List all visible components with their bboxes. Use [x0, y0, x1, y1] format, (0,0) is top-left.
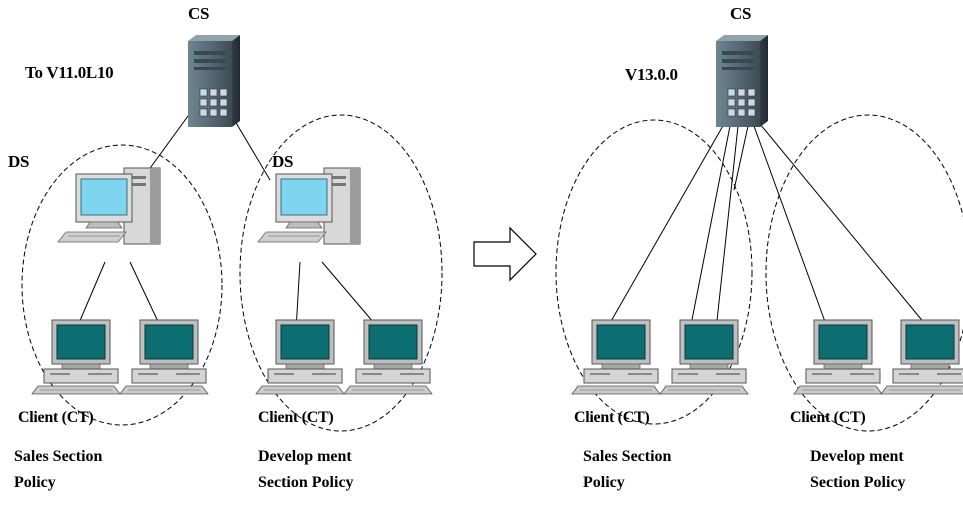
client-label: Client (CT)	[574, 409, 650, 426]
client-terminal-icon	[119, 319, 209, 395]
sales-section-group-ellipse	[555, 119, 753, 425]
client-terminal-icon	[880, 319, 963, 395]
cs-label: CS	[730, 4, 752, 23]
client-terminal-icon	[571, 319, 661, 395]
client-terminal-icon	[31, 319, 121, 395]
client-label: Client (CT)	[258, 409, 334, 426]
cs-label: CS	[188, 4, 210, 23]
cs-server-icon	[715, 34, 769, 128]
development-section-policy-caption: Develop ment Section Policy	[258, 448, 354, 491]
right-scene	[555, 34, 963, 432]
version-label: To V11.0L10	[25, 63, 114, 82]
sales-section-policy-caption: Sales Section Policy	[583, 448, 672, 491]
ds-desktop-icon	[257, 167, 361, 245]
right-connections	[605, 123, 931, 331]
sales-section-policy-caption: Sales Section Policy	[14, 448, 103, 491]
client-terminal-icon	[255, 319, 345, 395]
ds-desktop-icon	[57, 167, 161, 245]
left-scene	[21, 34, 443, 432]
development-section-policy-caption: Develop ment Section Policy	[810, 448, 906, 491]
client-terminal-icon	[793, 319, 883, 395]
ds-label: DS	[272, 152, 294, 171]
cs-server-icon	[187, 34, 241, 128]
client-label: Client (CT)	[790, 409, 866, 426]
client-terminal-icon	[343, 319, 433, 395]
sales-section-group-ellipse	[21, 144, 223, 426]
ds-label: DS	[8, 152, 30, 171]
client-label: Client (CT)	[18, 409, 94, 426]
hollow-right-arrow-icon	[473, 226, 537, 282]
development-section-group-ellipse	[239, 114, 443, 432]
development-section-group-ellipse	[765, 114, 963, 432]
client-terminal-icon	[659, 319, 749, 395]
version-label: V13.0.0	[625, 65, 678, 84]
